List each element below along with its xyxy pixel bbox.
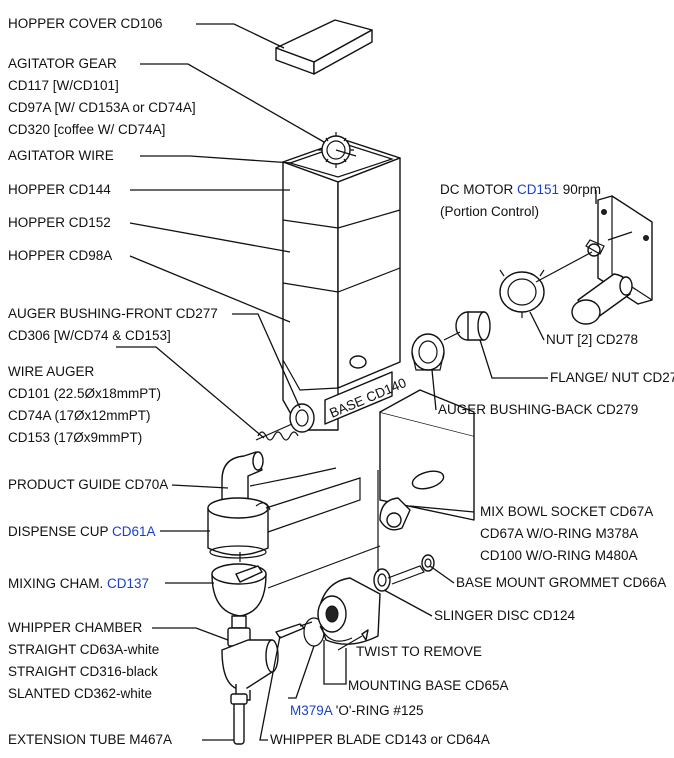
wire-auger-part: [255, 423, 299, 441]
mixing-chamber-part: [211, 563, 267, 629]
dc-motor-link[interactable]: CD151: [517, 182, 559, 197]
extension-tube-part: [230, 693, 248, 745]
label-dispense-cup: DISPENSE CUP CD61A: [8, 524, 156, 539]
label-agitator-gear-l1: CD117 [W/CD101]: [8, 78, 119, 93]
dispense-cup-link[interactable]: CD61A: [112, 524, 156, 539]
auger-bushing-front-part: [289, 403, 315, 433]
label-auger-bushing-front-l2: CD306 [W/CD74 & CD153]: [8, 328, 171, 343]
mix-bowl-socket-part: [379, 389, 475, 531]
label-whipper-blade: WHIPPER BLADE CD143 or CD64A: [270, 732, 490, 747]
label-whipper-chamber-l1: STRAIGHT CD63A-white: [8, 642, 159, 657]
auger-bushing-back-part: [411, 333, 445, 371]
label-whipper-chamber-l2: STRAIGHT CD316-black: [8, 664, 158, 679]
label-hopper-cd152: HOPPER CD152: [8, 215, 111, 230]
label-wire-auger-l3: CD153 (17Øx9mmPT): [8, 430, 142, 445]
label-agitator-gear-l3: CD320 [coffee W/ CD74A]: [8, 122, 165, 137]
o-ring-link[interactable]: M379A: [290, 703, 333, 718]
label-product-guide: PRODUCT GUIDE CD70A: [8, 477, 168, 492]
label-hopper-cover: HOPPER COVER CD106: [8, 16, 163, 31]
flange-nut-part: [455, 311, 491, 341]
label-agitator-gear-title: AGITATOR GEAR: [8, 56, 117, 71]
label-agitator-gear-l2: CD97A [W/ CD153A or CD74A]: [8, 100, 196, 115]
product-guide-part: [221, 451, 264, 505]
label-auger-bushing-front: AUGER BUSHING-FRONT CD277: [8, 306, 218, 321]
hopper-body-part: [282, 139, 401, 431]
label-slinger-disc: SLINGER DISC CD124: [434, 608, 576, 623]
label-hopper-cd98a: HOPPER CD98A: [8, 248, 112, 263]
label-o-ring: M379A 'O'-RING #125: [290, 703, 423, 718]
whipper-chamber-part: [221, 627, 279, 701]
label-wire-auger-title: WIRE AUGER: [8, 364, 95, 379]
leader-lines: [116, 23, 597, 741]
slinger-disc-part: [373, 565, 425, 592]
label-mix-bowl-socket-title: MIX BOWL SOCKET CD67A: [480, 504, 653, 519]
mixing-chamber-link[interactable]: CD137: [107, 576, 149, 591]
base-mount-grommet-part: [421, 554, 435, 572]
label-hopper-cd144: HOPPER CD144: [8, 182, 111, 197]
label-wire-auger-l2: CD74A (17Øx12mmPT): [8, 408, 151, 423]
label-dc-motor-l2: (Portion Control): [440, 204, 539, 219]
label-whipper-chamber-l3: SLANTED CD362-white: [8, 686, 152, 701]
label-dc-motor: DC MOTOR CD151 90rpm: [440, 182, 601, 197]
hopper-cover-part: [275, 19, 373, 75]
dc-motor-part: [571, 195, 653, 325]
label-twist-to-remove: TWIST TO REMOVE: [356, 644, 482, 659]
label-flange-nut: FLANGE/ NUT CD271: [550, 370, 674, 385]
label-extension-tube: EXTENSION TUBE M467A: [8, 732, 172, 747]
whipper-blade-part: [275, 621, 313, 639]
label-auger-bushing-back: AUGER BUSHING-BACK CD279: [438, 402, 638, 417]
dispense-cup-part: [207, 497, 271, 559]
label-mixing-chamber: MIXING CHAM. CD137: [8, 576, 149, 591]
label-agitator-wire: AGITATOR WIRE: [8, 148, 114, 163]
label-wire-auger-l1: CD101 (22.5Øx18mmPT): [8, 386, 161, 401]
label-mix-bowl-socket-l2: CD100 W/O-RING M480A: [480, 548, 638, 563]
mounting-base-part: [317, 577, 381, 651]
label-base-mount-grommet: BASE MOUNT GROMMET CD66A: [456, 575, 666, 590]
label-nut: NUT [2] CD278: [546, 332, 638, 347]
nut-part: [499, 269, 545, 318]
agitator-gear-part: [318, 132, 357, 168]
label-mix-bowl-socket-l1: CD67A W/O-RING M378A: [480, 526, 638, 541]
label-whipper-chamber-title: WHIPPER CHAMBER: [8, 620, 143, 635]
label-mounting-base: MOUNTING BASE CD65A: [348, 678, 509, 693]
